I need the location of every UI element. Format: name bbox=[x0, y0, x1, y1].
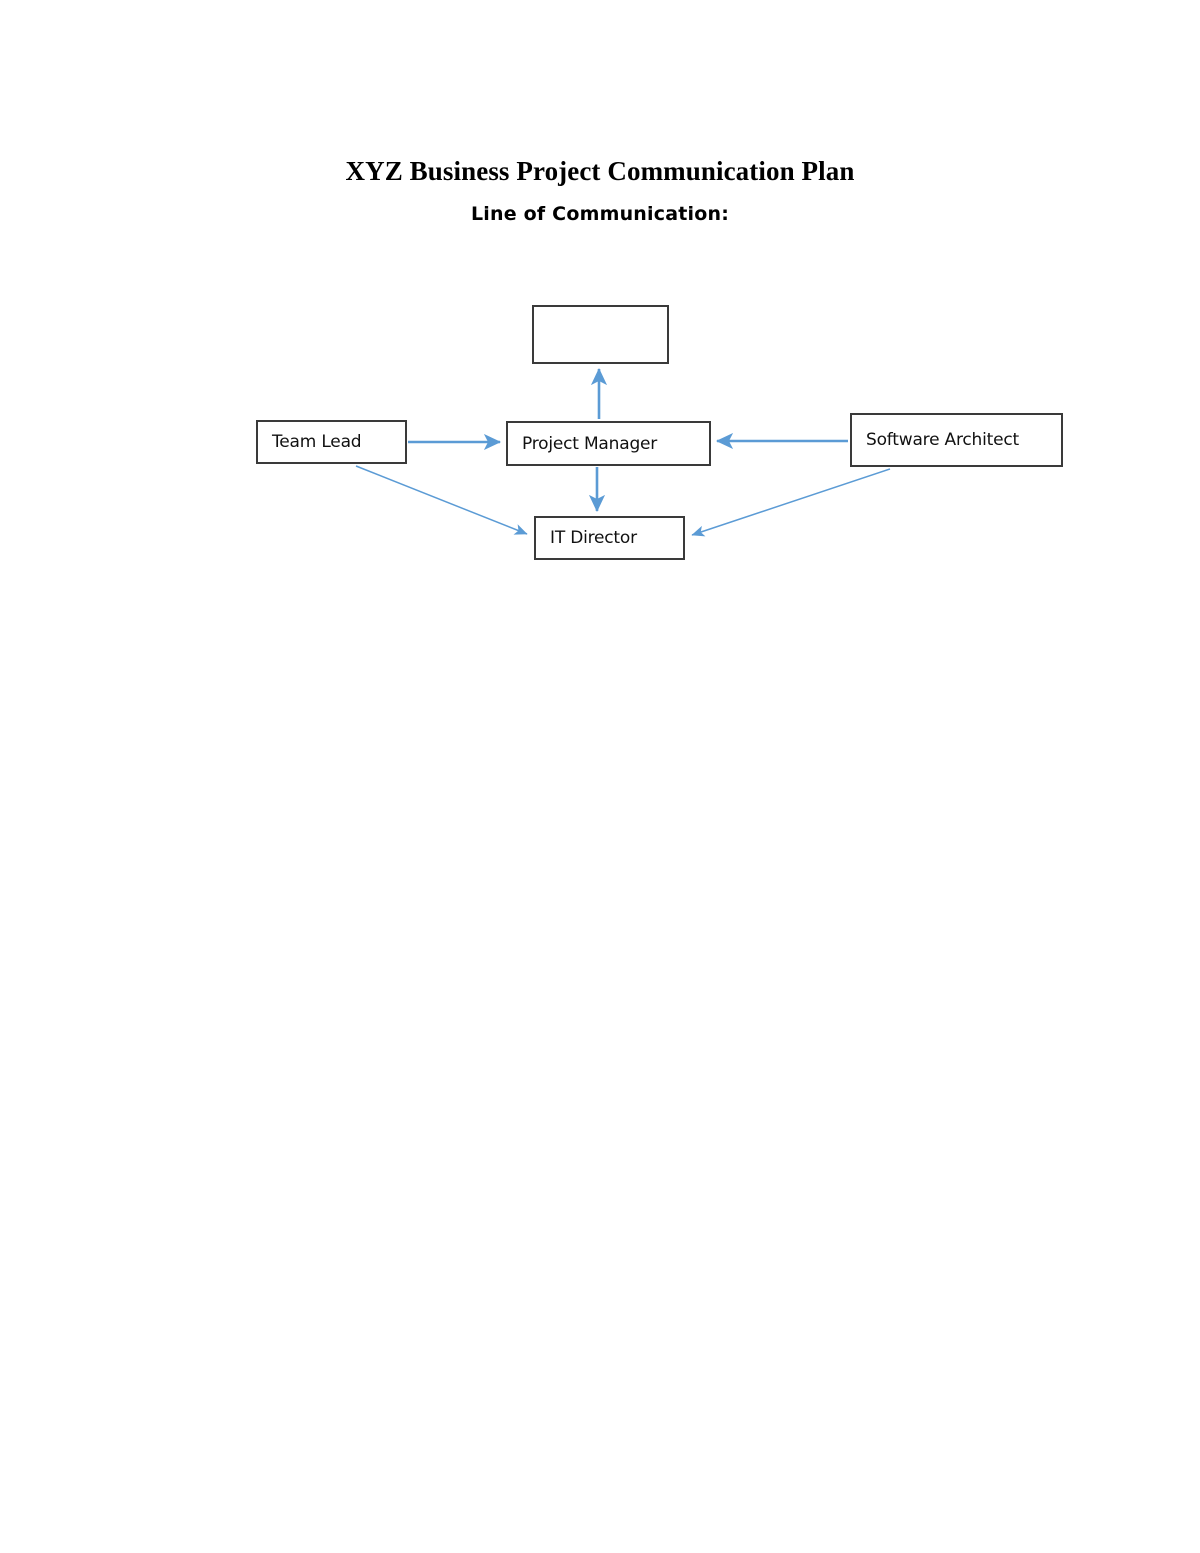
diagram-node-team-lead-label: Team Lead bbox=[272, 432, 362, 452]
section-heading-line-of-communication: Line of Communication: bbox=[471, 203, 729, 225]
diagram-node-it-director[interactable]: IT Director bbox=[534, 516, 685, 560]
diagram-node-it-director-label: IT Director bbox=[550, 528, 637, 548]
diagram-node-software-architect-label: Software Architect bbox=[866, 430, 1019, 450]
diagram-node-blank[interactable] bbox=[532, 305, 669, 364]
diagram-node-project-manager[interactable]: Project Manager bbox=[506, 421, 711, 466]
diagram-node-software-architect[interactable]: Software Architect bbox=[850, 413, 1063, 467]
communication-plan-diagram: Team Lead Project Manager Software Archi… bbox=[0, 0, 1200, 700]
page-title: XYZ Business Project Communication Plan bbox=[345, 156, 855, 187]
diagram-node-project-manager-label: Project Manager bbox=[522, 433, 658, 454]
edge-team-lead-to-it-director bbox=[355, 465, 528, 535]
diagram-connectors-layer bbox=[355, 367, 891, 537]
edge-software-architect-to-it-director bbox=[691, 468, 891, 537]
diagram-node-team-lead[interactable]: Team Lead bbox=[256, 420, 407, 464]
